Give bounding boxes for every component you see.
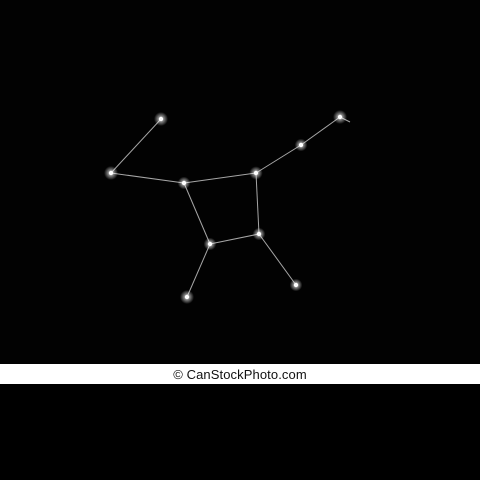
- star: [207, 241, 213, 247]
- star: [181, 180, 187, 186]
- star: [298, 142, 304, 148]
- star: [293, 282, 299, 288]
- constellation-line: [183, 182, 211, 245]
- constellation-figure: [104, 110, 351, 304]
- constellation-stars: [104, 110, 347, 304]
- constellation-line: [110, 172, 185, 184]
- star: [184, 294, 190, 300]
- constellation-line: [300, 116, 341, 146]
- constellation-lines: [110, 116, 351, 298]
- constellation-line: [255, 144, 302, 174]
- constellation-line: [186, 243, 211, 298]
- constellation-line: [110, 118, 162, 174]
- watermark-text: © CanStockPhoto.com: [173, 366, 307, 382]
- bottom-band: [0, 384, 480, 480]
- constellation-line: [183, 172, 257, 184]
- constellation-line: [255, 172, 260, 235]
- constellation-line: [209, 233, 260, 245]
- star: [108, 170, 114, 176]
- constellation-line: [258, 233, 297, 286]
- star: [337, 114, 343, 120]
- star: [253, 170, 259, 176]
- star: [158, 116, 164, 122]
- watermark-strip: © CanStockPhoto.com: [0, 364, 480, 384]
- night-sky: [104, 110, 351, 304]
- star: [256, 231, 262, 237]
